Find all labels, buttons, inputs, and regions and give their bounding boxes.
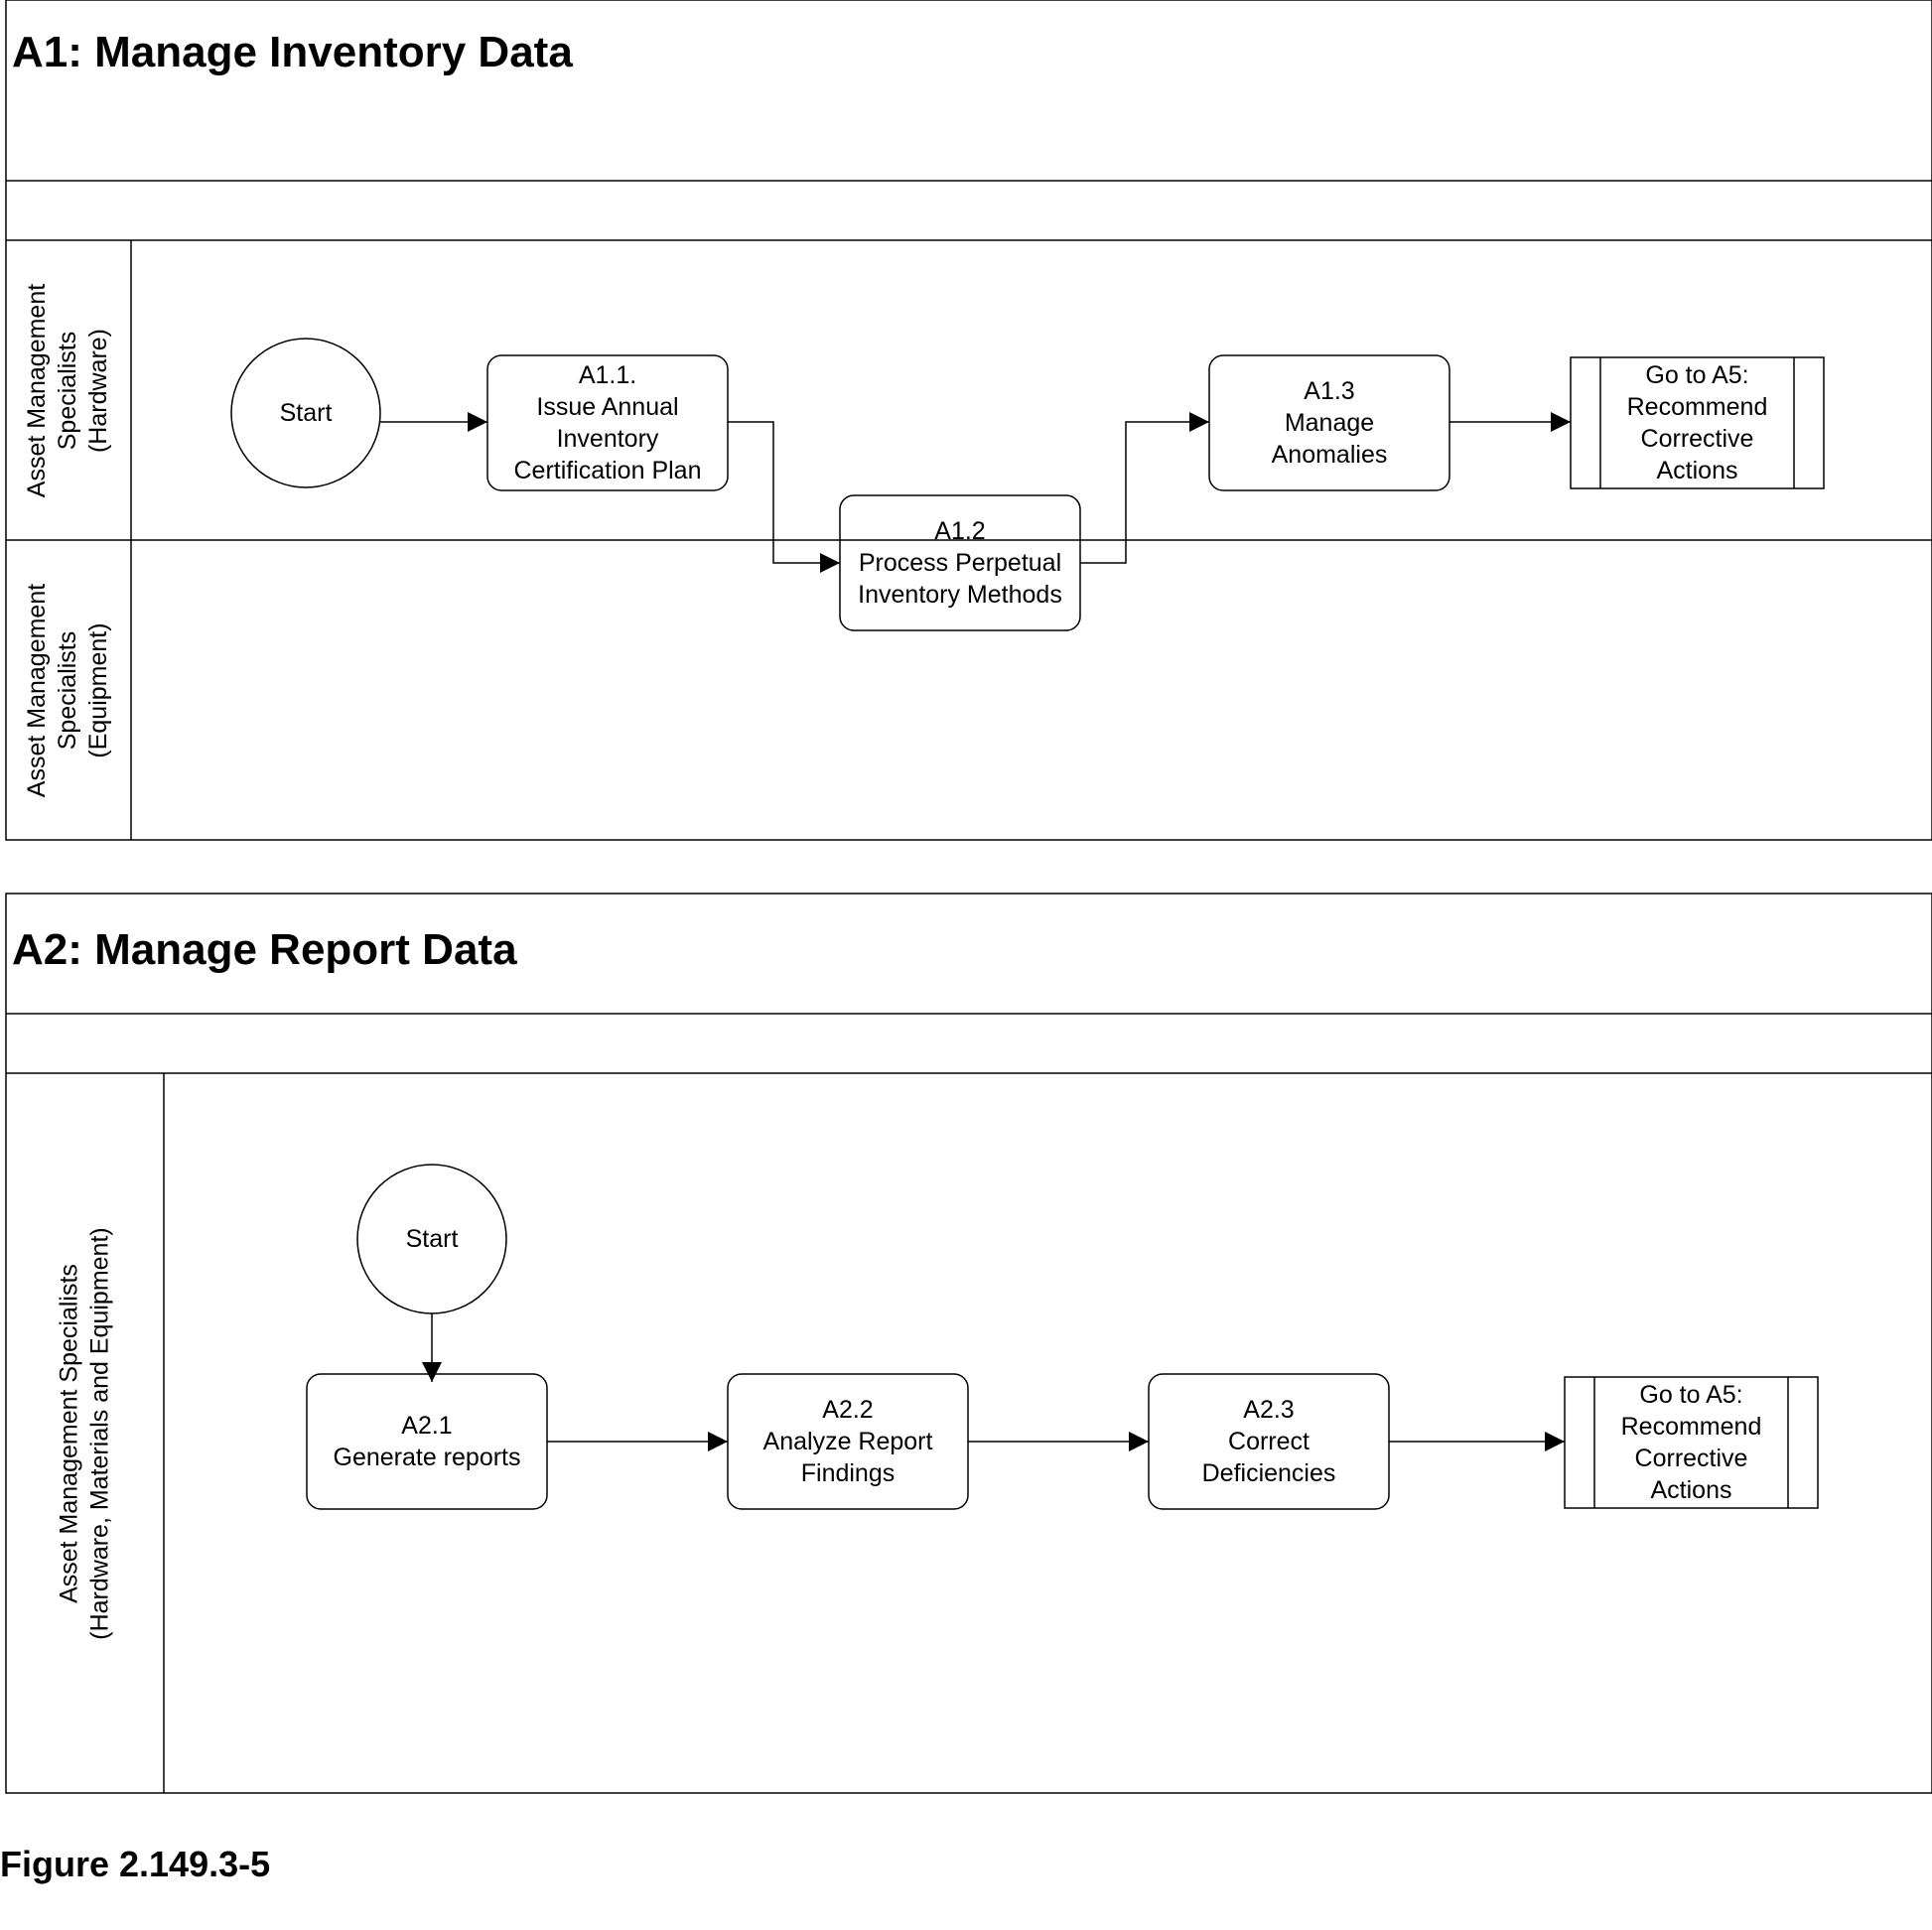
node-text: Recommend [1626, 393, 1768, 421]
a1-title: A1: Manage Inventory Data [12, 28, 573, 76]
a1-arrow-a1-1-to-a1-2 [728, 421, 840, 573]
figure-caption: Figure 2.149.3-5 [0, 1844, 271, 1884]
node-text: A1.1. [578, 361, 637, 389]
a1-frame [5, 0, 1932, 841]
lane-label-line: Specialists [54, 331, 82, 450]
lane-label-line: (Equipment) [84, 621, 113, 758]
node-text: A2.1 [401, 1412, 453, 1440]
a1-1-label: A1.1. Issue Annual Inventory Certificati… [487, 355, 728, 490]
a1-arrow-a1-2-to-a1-3 [1080, 412, 1209, 564]
node-text: Actions [1650, 1476, 1732, 1504]
a1-lane-equipment-label: Asset Management Specialists (Equipment) [6, 540, 131, 840]
a1-lane-hardware-label: Asset Management Specialists (Hardware) [6, 240, 131, 540]
a2-3-label: A2.3 Correct Deficiencies [1149, 1374, 1389, 1509]
node-text: Inventory [556, 425, 659, 453]
a1-2-label: A1.2 Process Perpetual Inventory Methods [840, 495, 1080, 630]
lane-label-line: (Hardware) [84, 328, 113, 453]
node-text: Anomalies [1271, 441, 1388, 469]
node-text: Generate reports [333, 1444, 521, 1471]
a1-start-label: Start [231, 339, 380, 487]
a1-goto-node [1570, 356, 1825, 489]
node-text: Go to A5: [1639, 1381, 1743, 1409]
a1-1-node [486, 354, 729, 491]
a2-goto-label: Go to A5: Recommend Corrective Actions [1594, 1377, 1788, 1508]
node-text: Manage [1284, 409, 1375, 437]
a2-lane-label: Asset Management Specialists (Hardware, … [6, 1073, 164, 1793]
node-text: Go to A5: [1645, 361, 1749, 389]
lane-label-line: Asset Management Specialists [55, 1263, 83, 1603]
node-text: Start [405, 1225, 459, 1253]
a2-2-label: A2.2 Analyze Report Findings [728, 1374, 968, 1509]
a2-goto-node [1564, 1376, 1819, 1509]
node-text: A1.3 [1304, 377, 1355, 405]
lane-label-line: Specialists [54, 630, 82, 750]
a1-3-label: A1.3 Manage Anomalies [1209, 355, 1449, 490]
node-text: Corrective [1634, 1445, 1748, 1472]
a2-frame [5, 893, 1932, 1794]
node-text: Inventory Methods [858, 581, 1062, 609]
node-text: Process Perpetual [858, 549, 1062, 577]
lane-label-line: (Hardware, Materials and Equipment) [85, 1226, 114, 1640]
node-text: Issue Annual [536, 393, 679, 421]
a1-3-node [1208, 354, 1450, 491]
a1-goto-label: Go to A5: Recommend Corrective Actions [1600, 357, 1794, 488]
node-text: Correct [1228, 1428, 1310, 1455]
lane-label-line: Asset Management [23, 283, 52, 497]
node-text: Start [279, 399, 333, 427]
node-text: A1.2 [934, 517, 986, 545]
node-text: Recommend [1620, 1413, 1762, 1441]
a2-start-label: Start [357, 1165, 506, 1313]
a1-start-node [230, 338, 381, 488]
node-text: Deficiencies [1201, 1459, 1336, 1487]
node-text: Analyze Report [762, 1428, 933, 1455]
node-text: Actions [1656, 457, 1738, 484]
a2-1-label: A2.1 Generate reports [307, 1374, 547, 1509]
node-text: Certification Plan [513, 457, 702, 484]
node-text: Corrective [1640, 425, 1754, 453]
node-text: Findings [800, 1459, 896, 1487]
lane-label-line: Asset Management [23, 583, 52, 797]
a2-title: A2: Manage Report Data [12, 925, 517, 974]
node-text: A2.2 [822, 1396, 874, 1424]
node-text: A2.3 [1243, 1396, 1295, 1424]
